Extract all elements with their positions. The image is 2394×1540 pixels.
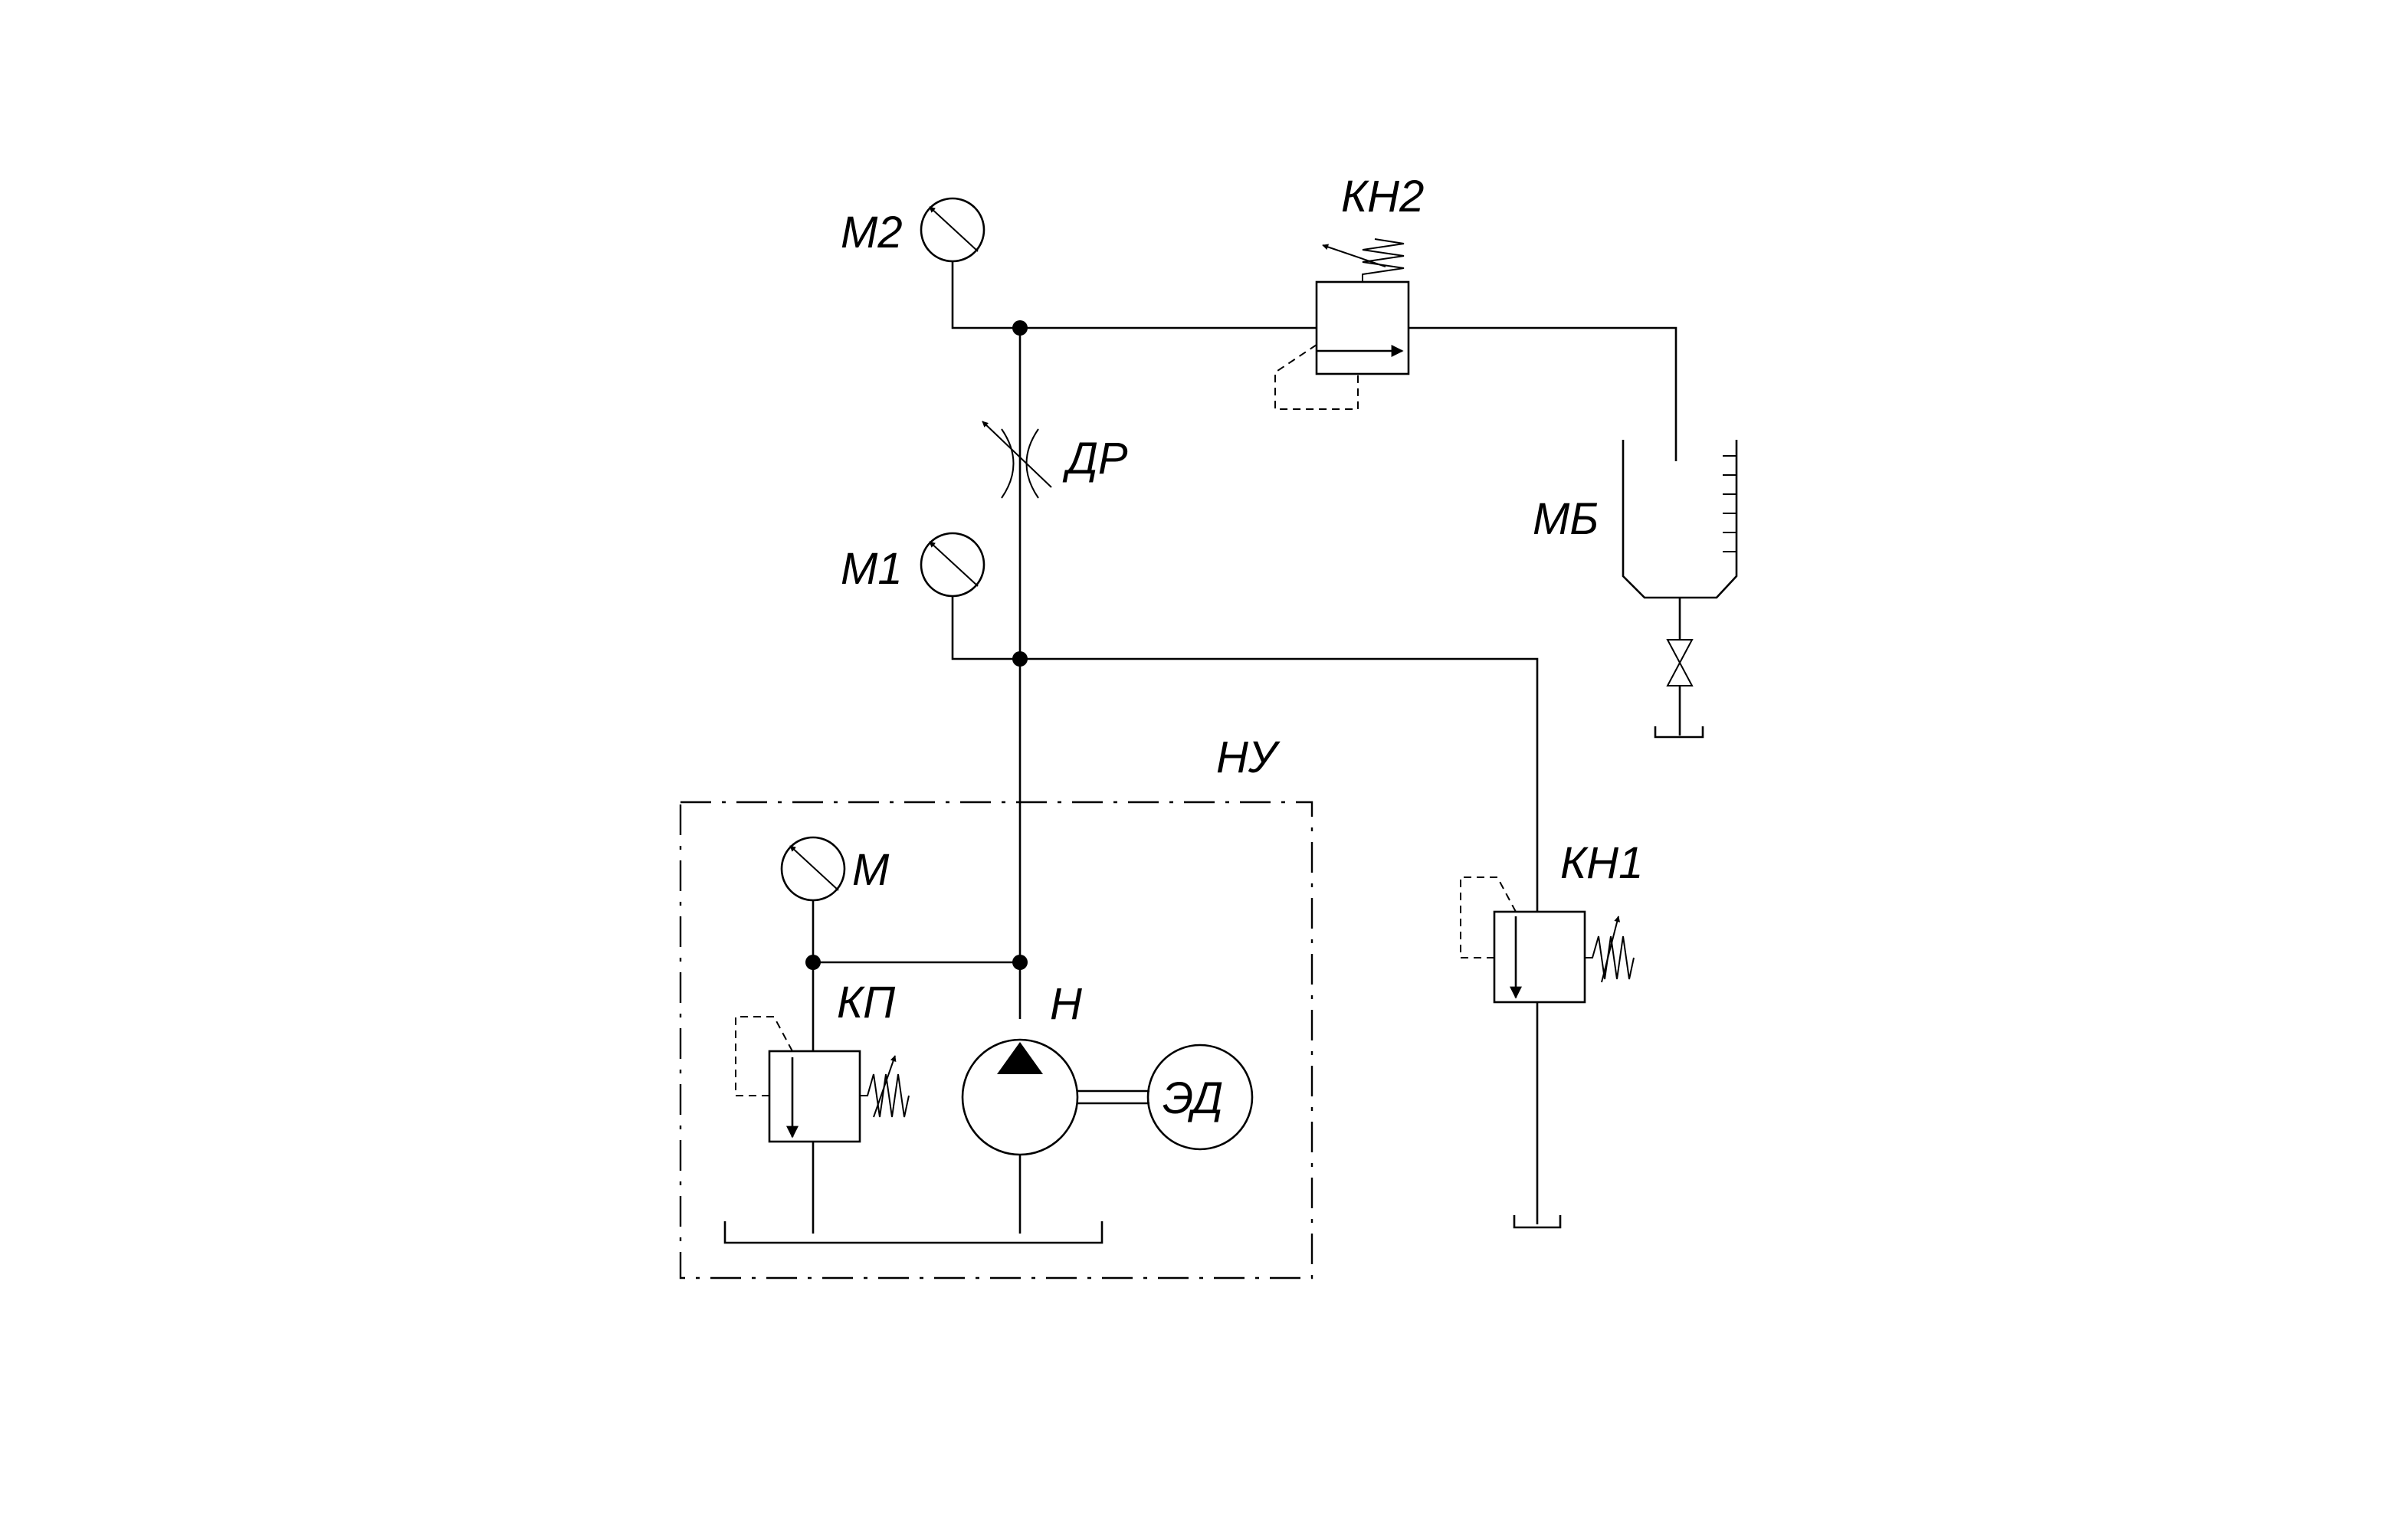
electric-motor-ed: ЭД [1146, 1044, 1254, 1151]
m1-branch-line [951, 595, 1020, 660]
label-dr: ДР [1062, 434, 1128, 483]
m2-branch-line [951, 261, 1020, 329]
adjust-arrow-icon [1601, 916, 1621, 983]
spring-icon [860, 1073, 910, 1118]
pump-h: Н [961, 979, 1149, 1156]
pressure-gauge-m2: М2 [841, 197, 985, 263]
tank-scale [1723, 455, 1736, 552]
pressure-gauge-m: М [780, 836, 890, 902]
valve-body [768, 1050, 861, 1143]
label-mb: МБ [1533, 494, 1599, 544]
gauge-needle-icon [929, 206, 979, 252]
pump-direction-triangle [997, 1042, 1043, 1074]
spring-icon [1362, 238, 1405, 282]
gauge-icon [920, 197, 985, 263]
adjust-arrow-icon [982, 421, 1052, 488]
label-m1: М1 [841, 544, 903, 594]
label-kn1: КН1 [1560, 838, 1643, 888]
junction-node [805, 955, 821, 970]
label-ed: ЭД [1163, 1073, 1223, 1123]
reservoir-line [723, 1221, 1104, 1244]
valve-body [1315, 280, 1410, 375]
tank-drain-symbol [1654, 726, 1704, 739]
gauge-needle-icon [929, 541, 979, 587]
gauge-icon [780, 836, 846, 902]
pump-unit-nu: НУ М КП Н ЭД [679, 732, 1313, 1280]
tank-body [1622, 440, 1738, 599]
valve-kn1: КН1 [1460, 838, 1643, 1004]
label-m: М [852, 845, 890, 895]
line-to-kn1 [1020, 657, 1539, 912]
label-nu: НУ [1216, 732, 1281, 782]
label-m2: М2 [841, 208, 903, 257]
valve-body [1493, 910, 1586, 1004]
pipelines [723, 261, 1677, 1244]
junction-node [1012, 320, 1028, 336]
label-kn2: КН2 [1341, 172, 1424, 221]
throttle-arc-icon [1025, 428, 1039, 499]
motor-icon [1146, 1044, 1254, 1151]
junction-nodes [805, 320, 1028, 970]
valve-kn2: КН2 [1274, 172, 1424, 410]
throttle-dr: ДР [982, 421, 1128, 499]
gauge-needle-icon [789, 845, 839, 891]
pump-icon [961, 1038, 1079, 1156]
spring-icon [1585, 935, 1635, 980]
kn1-drain-symbol [1513, 1215, 1562, 1229]
label-kp: КП [837, 978, 896, 1027]
junction-node [1012, 651, 1028, 667]
junction-node [1012, 955, 1028, 970]
adjust-arrow-icon [1322, 244, 1386, 267]
control-line-dashed [1460, 876, 1517, 958]
gauge-icon [920, 532, 985, 598]
throttle-arc-icon [1001, 428, 1015, 499]
measuring-tank-mb: МБ [1533, 440, 1738, 739]
control-line-dashed [1274, 344, 1359, 410]
control-line-dashed [735, 1016, 793, 1096]
relief-valve-kp: КП [735, 978, 910, 1143]
drain-valve-icon [1666, 639, 1694, 686]
label-h: Н [1050, 979, 1082, 1029]
unit-boundary [679, 801, 1313, 1280]
adjust-arrow-icon [873, 1055, 897, 1118]
top-line-kn2-to-tank [1409, 326, 1677, 461]
pressure-gauge-m1: М1 [841, 532, 985, 598]
